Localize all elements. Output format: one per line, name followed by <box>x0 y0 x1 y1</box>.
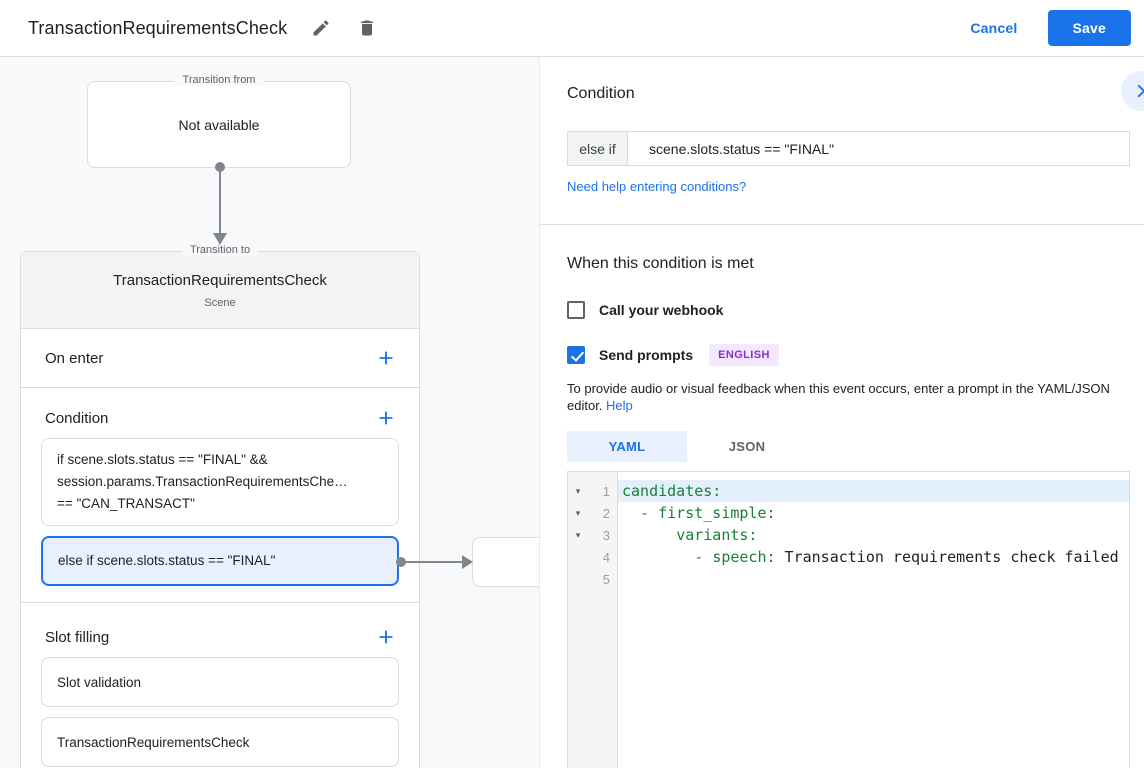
code-line[interactable]: - speech: Transaction requirements check… <box>694 548 1119 566</box>
editor-code[interactable]: candidates: - first_simple: variants: - … <box>618 472 1129 768</box>
plus-icon <box>379 351 393 365</box>
tab-yaml[interactable]: YAML <box>567 431 687 462</box>
send-prompts-row: Send prompts ENGLISH <box>567 344 1144 366</box>
condition-line: session.params.TransactionRequirementsCh… <box>57 474 348 489</box>
panel-divider <box>540 224 1144 225</box>
main-split: Transition from Not available Transition… <box>0 57 1144 768</box>
edit-scene-button[interactable] <box>309 16 333 40</box>
slot-filling-label: Slot filling <box>45 628 110 646</box>
add-on-enter-button[interactable] <box>373 345 399 371</box>
editor-hint: To provide audio or visual feedback when… <box>567 380 1144 414</box>
cancel-button[interactable]: Cancel <box>970 20 1018 36</box>
condition-section: Condition if scene.slots.status == "FINA… <box>21 388 419 603</box>
top-bar: TransactionRequirementsCheck Cancel Save <box>0 0 1144 57</box>
panel-title: Condition <box>567 85 635 102</box>
transition-from-legend: Transition from <box>174 74 264 86</box>
send-prompts-label: Send prompts <box>599 347 694 363</box>
transition-target-box[interactable] <box>472 537 539 587</box>
editor-tabs: YAML JSON <box>567 431 1144 462</box>
code-line[interactable]: candidates: <box>618 480 1129 502</box>
webhook-row: Call your webhook <box>567 300 1144 320</box>
slot-item-transaction[interactable]: TransactionRequirementsCheck <box>41 717 399 767</box>
condition-input-group: else if <box>567 131 1130 166</box>
when-met-heading: When this condition is met <box>567 255 754 272</box>
slot-filling-label-row: Slot filling <box>21 621 419 653</box>
code-line[interactable]: variants: <box>676 526 758 544</box>
scene-type-label: Scene <box>204 297 236 309</box>
pencil-icon <box>313 20 329 36</box>
condition-prefix-label: else if <box>567 131 627 166</box>
chevron-right-icon <box>1137 84 1144 98</box>
scene-card: Transition to TransactionRequirementsChe… <box>20 244 420 768</box>
transition-from-value: Not available <box>178 116 260 133</box>
condition-expression-input[interactable] <box>627 131 1130 166</box>
collapse-panel-button[interactable] <box>1121 71 1144 111</box>
page-title: TransactionRequirementsCheck <box>28 17 288 38</box>
condition-item-elseif-selected[interactable]: else if scene.slots.status == "FINAL" <box>41 536 399 586</box>
delete-scene-button[interactable] <box>355 16 379 40</box>
transition-to-legend: Transition to <box>181 244 259 256</box>
save-button[interactable]: Save <box>1047 10 1131 46</box>
on-enter-label: On enter <box>45 349 104 367</box>
fold-arrow-icon[interactable]: ▾ <box>575 507 581 518</box>
condition-line: if scene.slots.status == "FINAL" && <box>57 452 268 467</box>
line-number: 4 <box>602 549 610 565</box>
editor-gutter: ▾ 1 ▾ 2 ▾ 3 4 5 <box>568 472 618 768</box>
transition-from-box[interactable]: Transition from Not available <box>87 74 351 168</box>
trash-icon <box>361 20 374 36</box>
tab-json[interactable]: JSON <box>728 439 766 454</box>
slot-filling-section: Slot filling Slot validation Transaction… <box>21 603 419 768</box>
line-number: 1 <box>602 483 610 499</box>
conditions-help-link[interactable]: Need help entering conditions? <box>567 179 747 194</box>
line-number: 5 <box>602 571 610 587</box>
add-slot-button[interactable] <box>373 624 399 650</box>
add-condition-button[interactable] <box>373 405 399 431</box>
condition-panel: Condition else if Need help entering con… <box>540 57 1144 768</box>
plus-icon <box>379 630 393 644</box>
scene-card-header[interactable]: TransactionRequirementsCheck Scene <box>21 252 419 329</box>
scene-name: TransactionRequirementsCheck <box>113 272 327 289</box>
fold-arrow-icon[interactable]: ▾ <box>575 529 581 540</box>
language-badge: ENGLISH <box>709 344 779 366</box>
code-line[interactable] <box>618 568 1129 590</box>
hint-help-link[interactable]: Help <box>606 398 633 413</box>
fold-arrow-icon[interactable]: ▾ <box>575 485 581 496</box>
condition-line: == "CAN_TRANSACT" <box>57 496 195 511</box>
on-enter-row: On enter <box>21 329 419 388</box>
webhook-checkbox[interactable] <box>567 301 585 319</box>
editor-hint-text: To provide audio or visual feedback when… <box>567 381 1110 413</box>
slot-item-validation[interactable]: Slot validation <box>41 657 399 707</box>
condition-item-if[interactable]: if scene.slots.status == "FINAL" && sess… <box>41 438 399 526</box>
condition-label-row: Condition <box>21 402 419 434</box>
diagram-panel: Transition from Not available Transition… <box>0 57 540 768</box>
send-prompts-checkbox[interactable] <box>567 346 585 364</box>
condition-line: else if scene.slots.status == "FINAL" <box>58 553 276 568</box>
code-line[interactable]: - first_simple: <box>640 504 776 522</box>
line-number: 3 <box>602 527 610 543</box>
plus-icon <box>379 411 393 425</box>
webhook-label: Call your webhook <box>599 302 724 318</box>
yaml-code-editor[interactable]: ▾ 1 ▾ 2 ▾ 3 4 5 candidates: - first_simple: var… <box>567 471 1130 768</box>
line-number: 2 <box>602 505 610 521</box>
condition-section-label: Condition <box>45 409 109 427</box>
